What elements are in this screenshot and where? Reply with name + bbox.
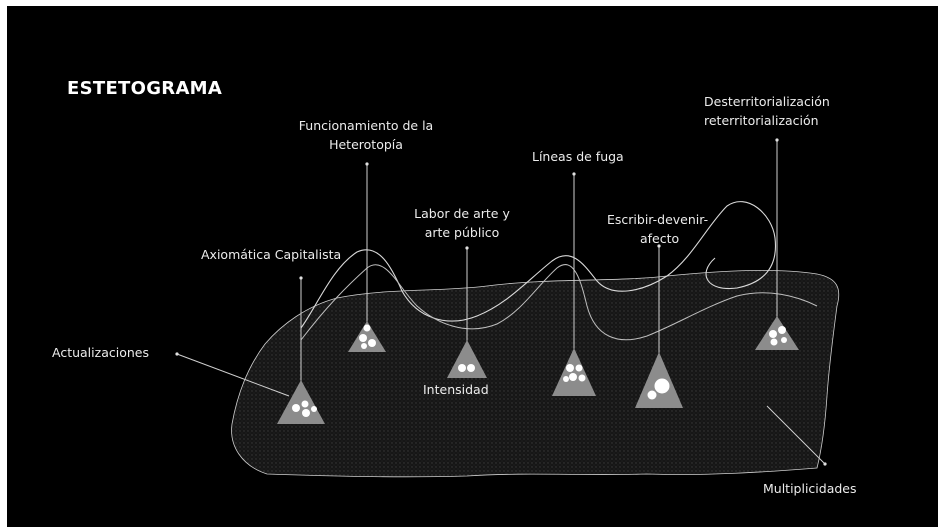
multiplicity-region <box>231 269 840 478</box>
label-intensidad: Intensidad <box>423 382 489 397</box>
label-escribir-line1: Escribir-devenir- <box>607 212 709 227</box>
triangle-labor <box>447 340 487 378</box>
label-actualizaciones: Actualizaciones <box>52 345 149 360</box>
connector-lines <box>176 140 826 465</box>
wave-line-upper <box>300 201 777 329</box>
triangle-lineas-fuga <box>552 348 596 396</box>
triangle-escribir <box>635 352 683 408</box>
slide: ESTETOGRAMA Funcionamiento de la Heterot… <box>7 6 938 527</box>
triangle-desterritorializacion <box>755 316 799 350</box>
label-lineas-de-fuga: Líneas de fuga <box>532 149 624 164</box>
label-funcionamiento-line1: Funcionamiento de la <box>298 118 434 133</box>
label-funcionamiento-heterotopia: Funcionamiento de la Heterotopía <box>290 116 442 154</box>
label-labor-line1: Labor de arte y <box>414 206 510 221</box>
label-funcionamiento-line2: Heterotopía <box>329 137 403 152</box>
label-axiomatica-capitalista: Axiomática Capitalista <box>201 247 342 262</box>
label-desterritorializacion-line1: Desterritorialización <box>704 94 830 109</box>
diagram-title: ESTETOGRAMA <box>67 78 223 99</box>
label-desterritorializacion: Desterritorialización reterritorializaci… <box>704 92 830 130</box>
label-escribir-line2: afecto <box>640 231 680 246</box>
label-escribir-devenir-afecto: Escribir-devenir- afecto <box>607 210 708 248</box>
triangle-heterotopia <box>348 321 386 352</box>
triangle-actualizaciones <box>277 380 325 424</box>
label-multiplicidades: Multiplicidades <box>763 481 857 496</box>
label-labor-arte-publico: Labor de arte y arte público <box>407 204 517 242</box>
estetograma-diagram <box>175 138 840 478</box>
label-labor-line2: arte público <box>424 225 500 240</box>
arrow-dots <box>175 138 827 466</box>
label-desterritorializacion-line2: reterritorialización <box>704 113 819 128</box>
wave-line-lower <box>300 264 818 341</box>
